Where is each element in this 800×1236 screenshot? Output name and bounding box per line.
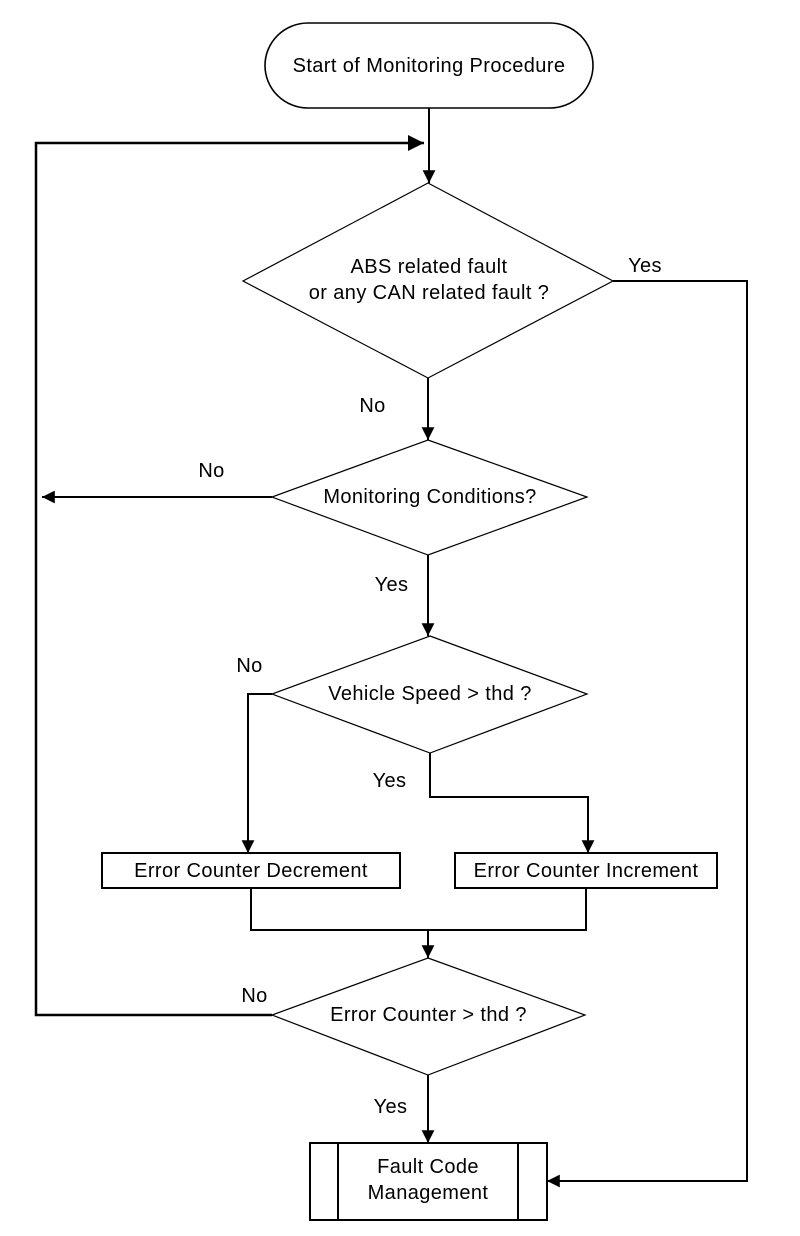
connector-fault-check-yes xyxy=(547,280,748,1188)
fault-check-label-line2: or any CAN related fault ? xyxy=(308,282,550,304)
error-counter-increment-label: Error Counter Increment xyxy=(473,860,699,882)
vehicle-speed-label: Vehicle Speed > thd ? xyxy=(328,683,532,705)
process-error-counter-decrement-shape xyxy=(101,852,401,889)
edge-label-error-counter-yes: Yes xyxy=(373,1096,408,1118)
decision-error-counter-check-shape xyxy=(270,957,587,1076)
connector-branch-merge xyxy=(250,888,587,931)
error-counter-decrement-label: Error Counter Decrement xyxy=(134,860,368,882)
connector-vehicle-speed-yes xyxy=(429,753,595,853)
error-counter-check-label: Error Counter > thd ? xyxy=(330,1004,527,1026)
connector-vehicle-speed-no xyxy=(241,693,272,853)
fault-code-management-label: Fault Code Management xyxy=(338,1154,518,1206)
fault-check-label: ABS related fault or any CAN related fau… xyxy=(248,254,610,306)
decision-vehicle-speed-shape xyxy=(270,635,589,754)
decision-fault-check-shape xyxy=(241,182,615,379)
decision-monitoring-conditions-shape xyxy=(270,439,589,556)
edge-label-monitoring-conditions-no: No xyxy=(198,460,225,482)
fault-code-management-label-line2: Management xyxy=(367,1182,489,1204)
edge-label-monitoring-conditions-yes: Yes xyxy=(374,574,409,596)
connector-error-counter-no-loop xyxy=(34,134,424,1017)
edge-label-fault-check-yes: Yes xyxy=(628,255,662,277)
start-node-label: Start of Monitoring Procedure xyxy=(292,55,566,77)
edge-label-error-counter-no: No xyxy=(241,985,268,1007)
edge-label-fault-check-no: No xyxy=(359,395,386,417)
terminator-start-shape xyxy=(264,22,594,109)
predefined-process-fault-code-management-shape xyxy=(309,1142,548,1221)
fault-code-management-label-line1: Fault Code xyxy=(377,1156,479,1178)
fault-check-label-line1: ABS related fault xyxy=(350,256,508,278)
process-error-counter-increment-shape xyxy=(454,852,718,889)
edge-label-vehicle-speed-no: No xyxy=(236,655,263,677)
monitoring-conditions-label: Monitoring Conditions? xyxy=(323,486,537,508)
edge-label-vehicle-speed-yes: Yes xyxy=(372,770,407,792)
